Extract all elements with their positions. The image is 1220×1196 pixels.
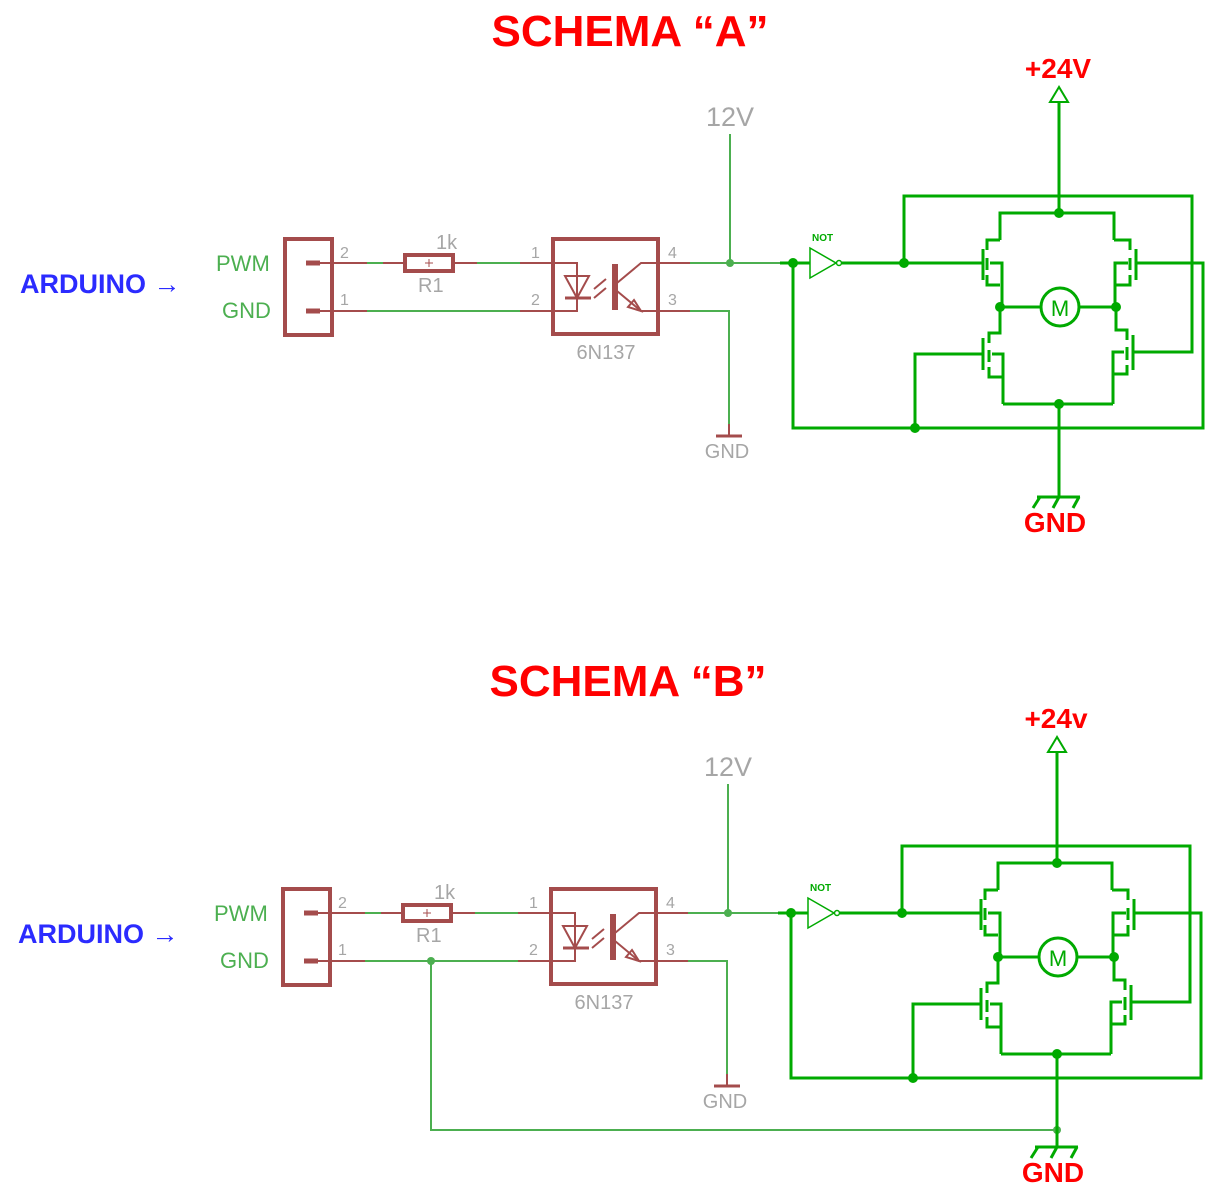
resistor-r1	[403, 253, 455, 273]
opto-pin-1: 1	[529, 895, 538, 912]
not-gate	[809, 246, 838, 280]
power-gnd-label: GND	[1022, 1157, 1084, 1188]
pin-number: 1	[338, 942, 347, 959]
ground-icon	[1029, 1145, 1079, 1159]
motor-label: M	[1051, 296, 1069, 321]
opto-pin-1: 1	[531, 245, 540, 262]
arduino-label: ARDUINO →	[20, 269, 181, 299]
schema-b-title: SCHEMA “B”	[489, 657, 766, 706]
supply-24v-label: +24v	[1024, 703, 1087, 734]
supply-24v-label: +24V	[1025, 53, 1091, 84]
schema-a: SCHEMA “A” ARDUINO → PWM GND 2 1 1k R1	[20, 7, 1205, 538]
schema-a-title: SCHEMA “A”	[491, 7, 768, 56]
not-gate-label: NOT	[810, 883, 831, 894]
connector	[283, 237, 367, 337]
opto-pin-3: 3	[668, 292, 677, 309]
supply-12v-label: 12V	[706, 102, 754, 132]
motor	[1039, 286, 1081, 328]
supply-arrow-icon	[1048, 85, 1070, 103]
resistor-ref: R1	[418, 275, 444, 297]
ground-icon	[1031, 495, 1081, 509]
connector	[281, 887, 365, 987]
h-bridge: M	[910, 102, 1192, 497]
resistor-r1	[401, 903, 453, 923]
optocoupler-6n137	[549, 887, 688, 986]
resistor-value: 1k	[434, 882, 456, 904]
opto-pin-4: 4	[668, 245, 677, 262]
supply-arrow-icon	[1046, 735, 1068, 753]
pin-number: 2	[338, 895, 347, 912]
pin-label-pwm: PWM	[214, 901, 268, 926]
schema-b: SCHEMA “B” ARDUINO → PWM GND 2 1 1k R1	[18, 657, 1203, 1188]
optocoupler-6n137	[551, 237, 690, 336]
pin-label-gnd: GND	[222, 298, 271, 323]
motor	[1037, 936, 1079, 978]
opto-pin-3: 3	[666, 942, 675, 959]
power-gnd-label: GND	[1024, 507, 1086, 538]
opto-part-label: 6N137	[575, 992, 634, 1014]
pin-label-gnd: GND	[220, 948, 269, 973]
supply-12v-label: 12V	[704, 752, 752, 782]
resistor-value: 1k	[436, 232, 458, 254]
motor-label: M	[1049, 946, 1067, 971]
opto-pin-2: 2	[529, 942, 538, 959]
opto-pin-4: 4	[666, 895, 675, 912]
not-gate	[807, 896, 836, 930]
pin-number: 2	[340, 245, 349, 262]
not-gate-label: NOT	[812, 233, 833, 244]
opto-part-label: 6N137	[577, 342, 636, 364]
opto-pin-2: 2	[531, 292, 540, 309]
logic-gnd-label: GND	[703, 1091, 747, 1113]
pin-label-pwm: PWM	[216, 251, 270, 276]
arduino-label: ARDUINO →	[18, 919, 179, 949]
resistor-ref: R1	[416, 925, 442, 947]
pin-number: 1	[340, 292, 349, 309]
logic-gnd-label: GND	[705, 441, 749, 463]
h-bridge: M	[908, 752, 1190, 1147]
shared-ground-wire	[430, 961, 1057, 1131]
